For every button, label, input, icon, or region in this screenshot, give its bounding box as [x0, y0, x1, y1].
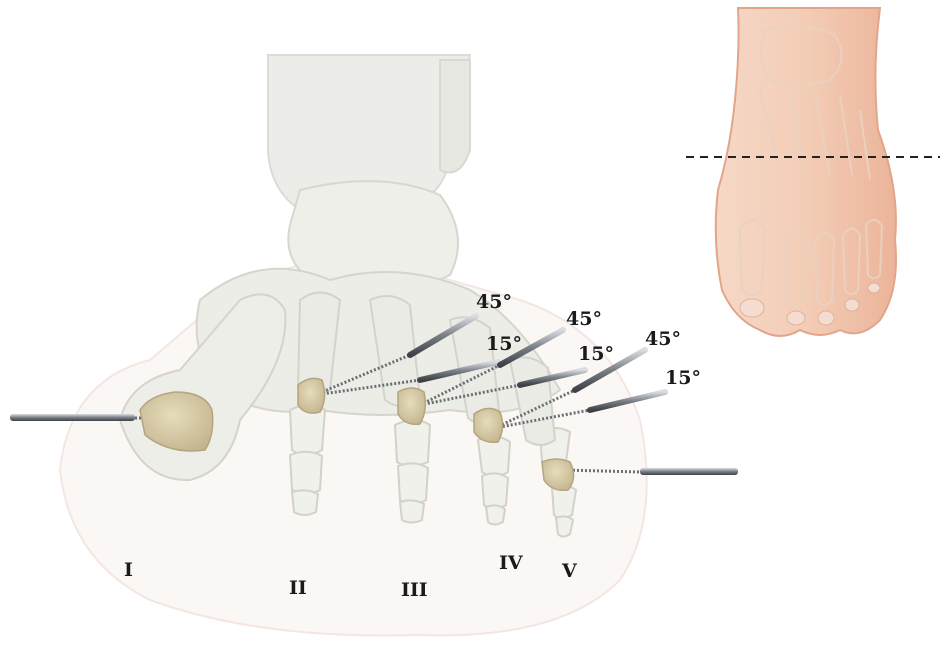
cut-surface-ray-3: [398, 388, 425, 424]
ray-label-4: IV: [499, 552, 524, 574]
ray-label-1: I: [124, 559, 133, 581]
ray-label-5: V: [561, 560, 578, 582]
foot-inset: [716, 8, 896, 336]
angle-label-ray4-45: 45°: [645, 328, 681, 350]
angle-label-ray2-15: 15°: [486, 333, 522, 355]
fibula-bone: [440, 60, 470, 173]
cut-surface-ray-2: [298, 378, 325, 413]
ray-label-2: II: [289, 577, 307, 599]
ray-label-3: III: [401, 579, 428, 601]
angle-label-ray2-45: 45°: [476, 291, 512, 313]
angle-label-ray3-45: 45°: [566, 308, 602, 330]
angle-label-ray3-15: 15°: [578, 343, 614, 365]
angle-label-ray4-15: 15°: [665, 367, 701, 389]
cut-surface-ray-4: [474, 408, 503, 442]
foot-cross-section: [60, 55, 647, 636]
